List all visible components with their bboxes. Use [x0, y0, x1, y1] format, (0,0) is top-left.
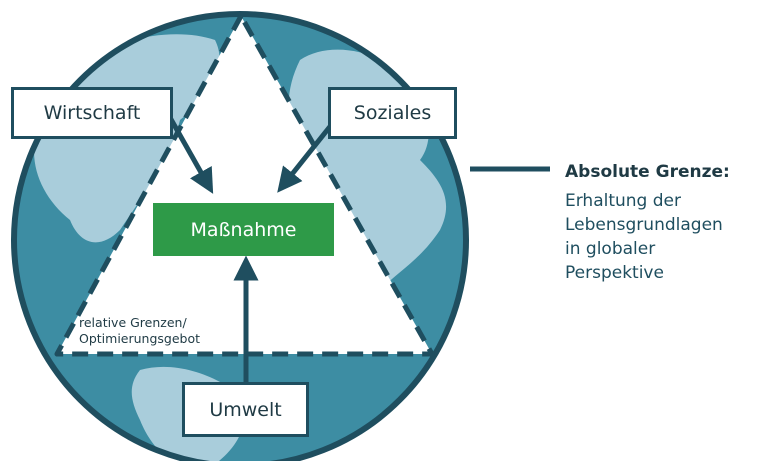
arrow-economy-to-measure — [165, 112, 214, 194]
environment-label: Umwelt — [209, 398, 282, 421]
legend-line-2: Lebensgrundlagen — [565, 215, 723, 235]
economy-label: Wirtschaft — [43, 102, 141, 124]
economy-box: Wirtschaft — [11, 87, 173, 139]
social-label: Soziales — [353, 102, 432, 124]
legend-description: Erhaltung der Lebensgrundlagen in global… — [565, 189, 769, 285]
environment-box: Umwelt — [182, 382, 309, 437]
legend-title: Absolute Grenze: — [565, 162, 730, 182]
measure-box: Maßnahme — [153, 203, 334, 256]
legend-line-3: in globaler — [565, 239, 656, 259]
triangle-dashed-outline — [54, 13, 435, 357]
relative-limits-label: relative Grenzen/ Optimierungsgebot — [79, 315, 200, 347]
social-box: Soziales — [328, 87, 457, 139]
legend-line-4: Perspektive — [565, 263, 664, 283]
triangle-fill — [57, 16, 432, 354]
globe-outline — [11, 11, 469, 461]
relative-limits-line-2: Optimierungsgebot — [79, 331, 201, 346]
measure-label: Maßnahme — [190, 218, 297, 241]
legend-line-1: Erhaltung der — [565, 191, 681, 211]
relative-limits-line-1: relative Grenzen/ — [79, 315, 187, 330]
